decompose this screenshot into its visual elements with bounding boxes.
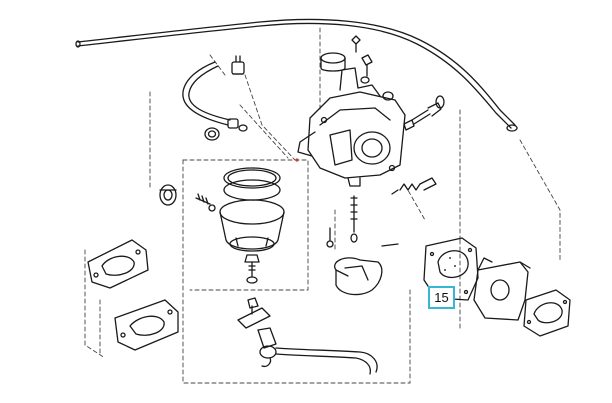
float-pin [381, 243, 399, 247]
bowl-gasket [223, 167, 281, 201]
carb-cap [320, 52, 346, 72]
intake-flange [473, 257, 531, 321]
fuel-hose [182, 61, 248, 132]
grommet-small [204, 127, 220, 141]
idle-screw [403, 95, 445, 131]
bowl-side-screw [195, 193, 216, 212]
callout-part-15[interactable]: 15 [428, 286, 455, 309]
fuel-cut-solenoid [237, 297, 378, 375]
top-screws [351, 35, 394, 101]
carburetor-body [297, 67, 406, 187]
grommet-left [159, 184, 177, 206]
float-bowl [219, 199, 285, 252]
leader-lines [84, 27, 561, 359]
bowl-bolt [244, 254, 260, 284]
float [334, 257, 383, 296]
reference-dot [295, 158, 299, 162]
vent-tube [75, 18, 516, 129]
main-jet [350, 195, 358, 243]
insulator-gasket-upper [87, 239, 149, 289]
insulator-gasket-right [523, 289, 571, 337]
float-bowl-detail-box [182, 159, 461, 384]
insulator-gasket-lower [114, 299, 179, 351]
gasket-part-15 [423, 237, 479, 301]
drain-screw [326, 227, 334, 248]
tube-clip [506, 124, 518, 132]
hose-clamp [231, 55, 245, 75]
pilot-screw-spring [391, 177, 437, 195]
